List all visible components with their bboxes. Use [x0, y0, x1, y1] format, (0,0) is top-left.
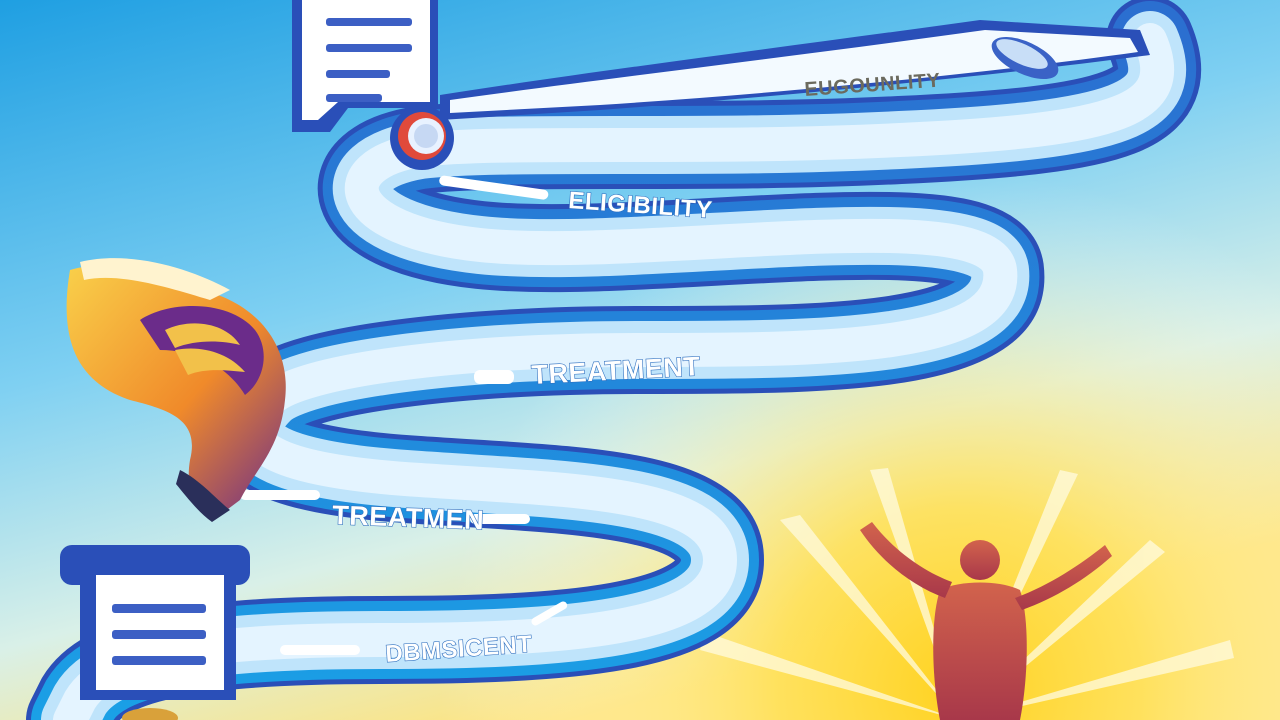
brain-icon	[66, 258, 286, 522]
document-icon	[292, 0, 438, 132]
top-ribbon	[440, 20, 1150, 120]
road-markings	[240, 175, 568, 655]
magnifier-icon	[390, 106, 454, 170]
label-treatment-lower: TREATMEN	[332, 500, 485, 535]
coin-icon	[122, 708, 178, 720]
document-icon-bottom	[60, 545, 250, 700]
person-icon	[860, 522, 1112, 720]
winding-road	[26, 0, 1202, 720]
